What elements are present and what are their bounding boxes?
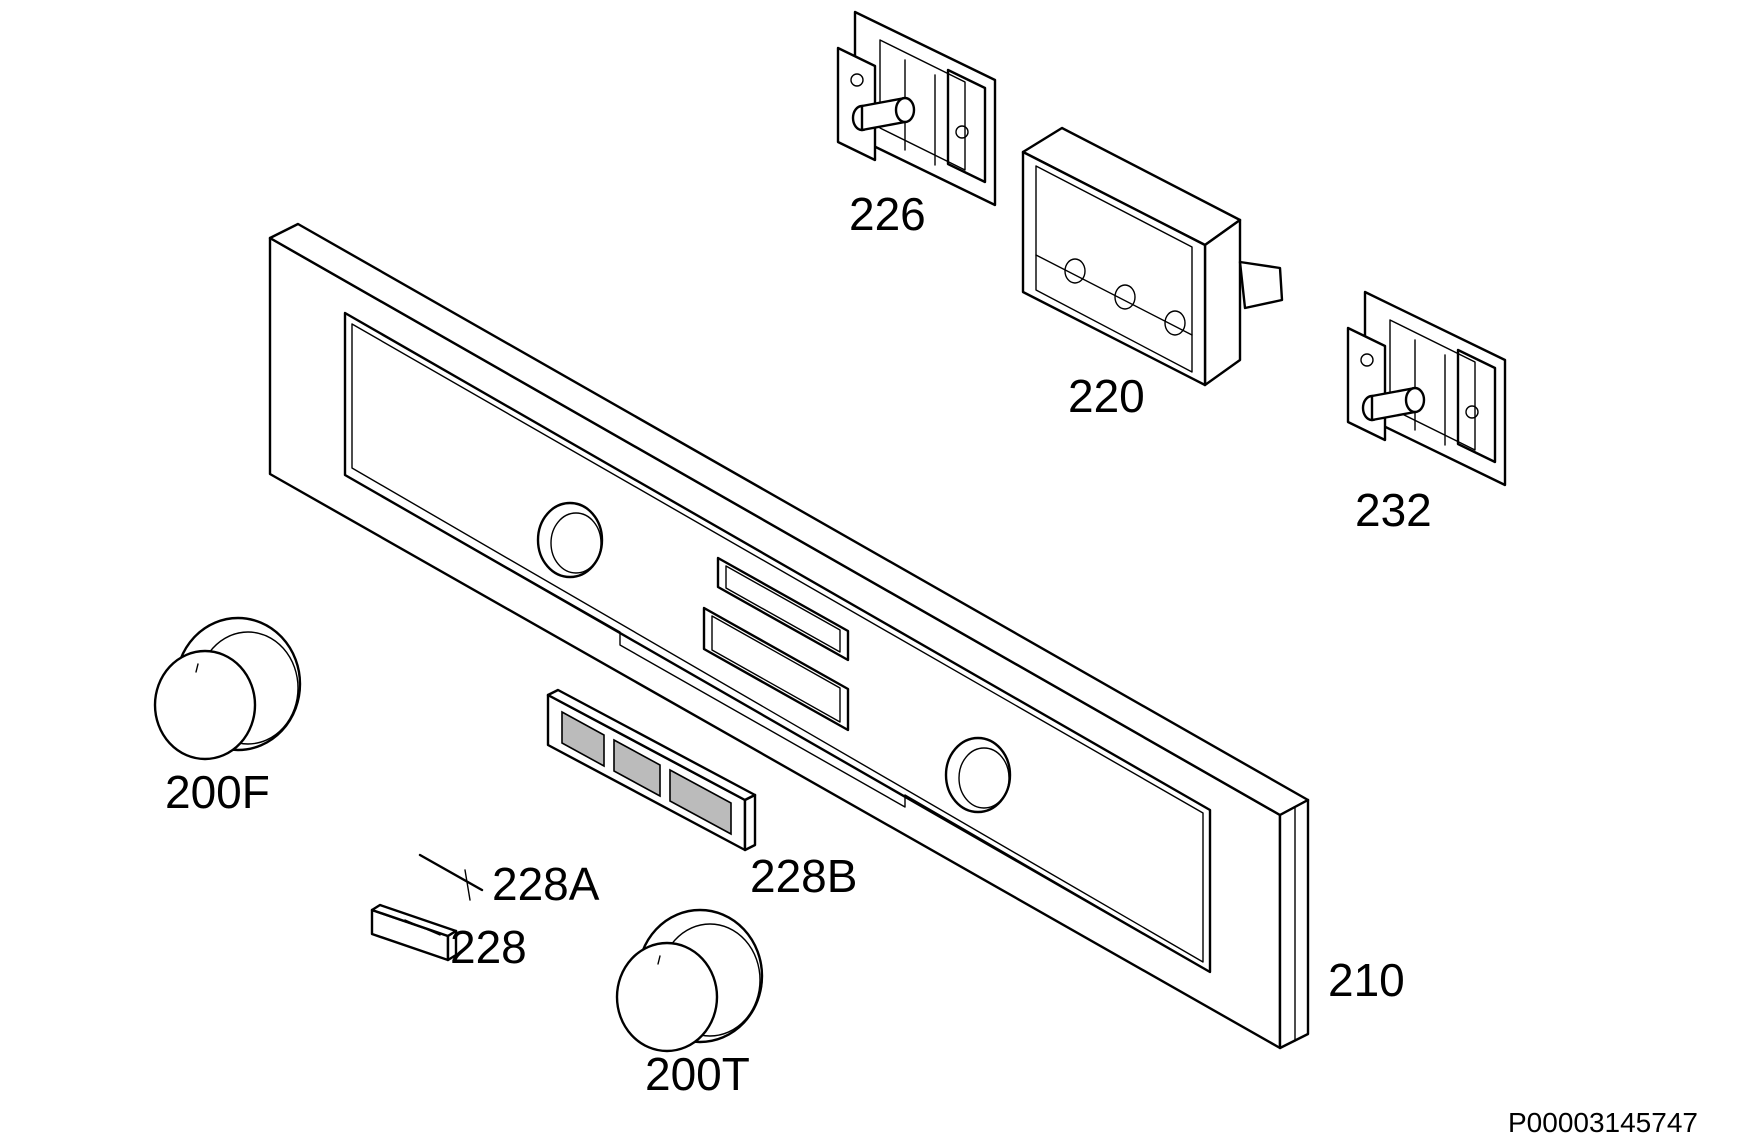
label-210: 210 (1328, 954, 1405, 1006)
lens-strip-228B (546, 688, 757, 852)
label-200F: 200F (165, 766, 270, 818)
display-slot-lower (702, 606, 850, 732)
label-228B: 228B (750, 850, 857, 902)
label-228A: 228A (492, 858, 600, 910)
label-220: 220 (1068, 370, 1145, 422)
knob-200T (615, 908, 764, 1053)
knob-200F (153, 616, 302, 761)
knob-hole-right (944, 736, 1012, 814)
label-228: 228 (450, 921, 527, 973)
control-panel-210 (268, 222, 1310, 1050)
clip-228 (370, 903, 458, 962)
display-slot-upper (716, 556, 850, 662)
light-pin-228A (418, 853, 484, 901)
module-housing-220 (1021, 126, 1284, 387)
drawing-id: P00003145747 (1508, 1107, 1698, 1138)
switch-232 (1346, 290, 1507, 487)
label-232: 232 (1355, 484, 1432, 536)
label-226: 226 (849, 188, 926, 240)
knob-hole-left (536, 501, 604, 579)
label-200T: 200T (645, 1048, 750, 1100)
switch-226 (836, 10, 997, 207)
